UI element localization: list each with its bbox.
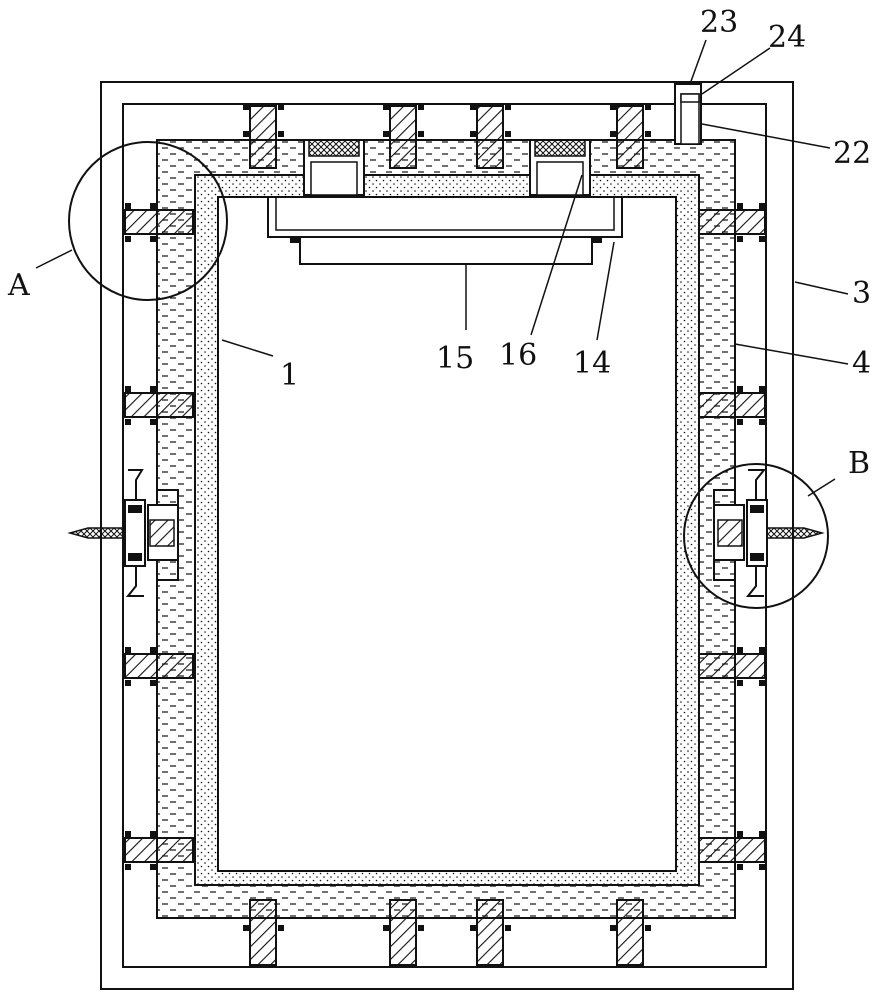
label-24: 24	[768, 20, 806, 55]
inner-frame	[122, 103, 767, 968]
right-supports	[698, 209, 766, 863]
inner-chamber	[217, 196, 677, 872]
label-16: 16	[499, 338, 537, 373]
top-slot-right	[529, 139, 591, 196]
vent-tube	[674, 83, 702, 145]
top-slot-left	[303, 139, 365, 196]
left-screw-assembly	[67, 469, 179, 597]
dotted-inner-layer	[194, 174, 700, 886]
left-supports	[124, 209, 194, 863]
label-a: A	[7, 268, 30, 303]
right-screw-assembly	[713, 469, 825, 597]
label-b: B	[848, 446, 870, 481]
label-14: 14	[573, 346, 611, 381]
top-supports	[249, 105, 644, 169]
bottom-supports	[249, 899, 644, 966]
fastener-dots	[125, 104, 765, 931]
detail-circle-b	[683, 463, 829, 609]
label-1: 1	[280, 358, 299, 393]
label-23: 23	[700, 5, 738, 40]
label-15: 15	[436, 341, 474, 376]
label-3: 3	[852, 276, 871, 311]
detail-circle-a	[68, 141, 228, 301]
leader-lines	[35, 39, 849, 497]
mounting-bracket	[267, 197, 623, 265]
label-4: 4	[852, 346, 871, 381]
label-22: 22	[833, 136, 871, 171]
